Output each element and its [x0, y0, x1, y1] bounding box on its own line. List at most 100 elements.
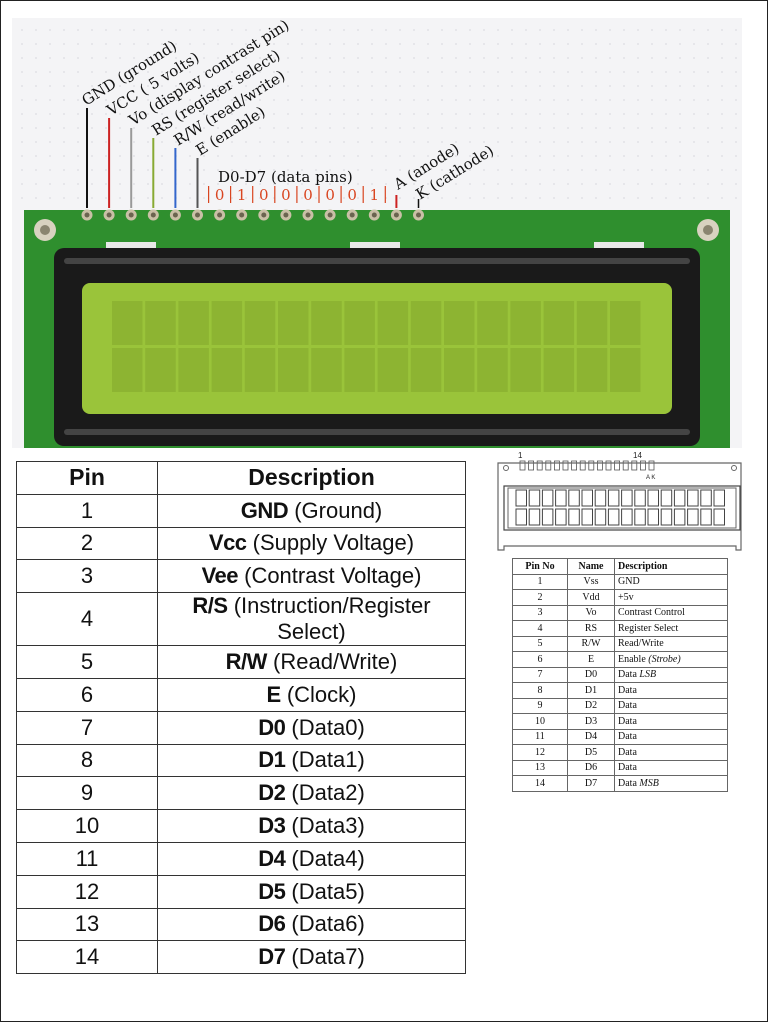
- module-cell: [515, 508, 527, 526]
- char-cell: [444, 348, 475, 392]
- spec-pin-name: D2: [567, 697, 615, 714]
- spec-desc-text: Data: [618, 700, 637, 712]
- char-cell: [211, 348, 243, 392]
- pin-function: (Contrast Voltage): [238, 563, 422, 589]
- module-pin: [579, 460, 586, 471]
- spec-pin-description: Data: [614, 744, 728, 761]
- char-cell: [610, 348, 641, 392]
- pin-name: D0: [258, 714, 286, 740]
- header-pin-center: [84, 212, 90, 218]
- spec-desc-text: Contrast Control: [618, 607, 685, 619]
- spec-desc-text: Read/Write: [618, 638, 664, 650]
- spec-desc-text: Data: [618, 746, 637, 758]
- spec-desc-note: (Strobe): [648, 653, 681, 665]
- header-pin-center: [393, 212, 399, 218]
- pin-name: R/W: [225, 649, 268, 675]
- module-cell: [713, 489, 725, 507]
- spec-pin-name: E: [567, 651, 615, 668]
- char-cell: [477, 348, 508, 392]
- pin-name: GND: [240, 497, 289, 523]
- char-cell: [178, 348, 209, 392]
- spec-pin-name: R/W: [567, 635, 615, 652]
- pin-number: 4: [16, 592, 158, 647]
- header-pins: [81, 209, 424, 221]
- module-cell: [555, 508, 567, 526]
- spec-desc-text: Register Select: [618, 622, 679, 634]
- spec-pin-no: 12: [512, 744, 568, 761]
- spec-pin-description: Data: [614, 713, 728, 730]
- char-cell: [377, 348, 409, 392]
- char-cell: [145, 348, 176, 392]
- header-pin-center: [261, 212, 267, 218]
- spec-header-description: Description: [614, 558, 728, 575]
- char-cell: [278, 348, 309, 392]
- pin-description: D0 (Data0): [157, 710, 466, 745]
- char-cell: [278, 301, 309, 345]
- module-cell: [581, 489, 593, 507]
- spec-pin-description: Register Select: [614, 620, 728, 637]
- spec-pin-name: D0: [567, 666, 615, 683]
- module-pin: [614, 460, 620, 471]
- header-description: Description: [157, 461, 466, 495]
- last-pin-number: 14: [633, 451, 642, 460]
- pin-description: Vcc (Supply Voltage): [157, 526, 466, 561]
- spec-pin-description: GND: [614, 573, 728, 590]
- module-pin: [631, 460, 638, 471]
- char-cell: [178, 301, 209, 345]
- pin-description: Vee (Contrast Voltage): [157, 559, 466, 594]
- data-bit: 0: [347, 186, 357, 204]
- char-cell: [510, 348, 541, 392]
- spec-header-pin-no: Pin No: [512, 558, 568, 575]
- pin-description: D7 (Data7): [157, 940, 466, 975]
- pin-name: D4: [258, 845, 286, 871]
- module-character-cells: [515, 489, 725, 526]
- pin-number: 6: [16, 677, 158, 712]
- module-cell: [555, 489, 567, 507]
- module-pin: [622, 460, 629, 471]
- module-cell: [647, 508, 659, 526]
- spec-pin-no: 13: [512, 759, 568, 776]
- module-cell: [660, 508, 673, 526]
- spec-pin-description: Enable (Strobe): [614, 651, 728, 668]
- module-cell: [607, 489, 620, 507]
- spec-pin-name: D4: [567, 728, 615, 745]
- pin-number: 1: [16, 493, 158, 528]
- char-cell: [576, 348, 608, 392]
- spec-pin-name: Vdd: [567, 589, 615, 606]
- pin-number: 10: [16, 809, 158, 843]
- pin-function: (Data6): [285, 911, 365, 937]
- module-cell: [621, 489, 633, 507]
- module-cell: [515, 489, 527, 507]
- spec-pin-description: Data: [614, 728, 728, 745]
- pin-number: 12: [16, 874, 158, 909]
- pin-label: D0-D7 (data pins): [218, 168, 353, 186]
- spec-pin-name: RS: [567, 620, 615, 637]
- char-cell: [410, 301, 442, 345]
- pin-name: E: [266, 681, 282, 707]
- module-cell: [634, 508, 646, 526]
- spec-pin-no: 9: [512, 697, 568, 714]
- pin-name: R/S: [192, 593, 228, 619]
- pin-name: D2: [258, 780, 286, 806]
- spec-pin-name: D6: [567, 759, 615, 776]
- pin-description: E (Clock): [157, 677, 466, 712]
- spec-pin-name: D1: [567, 682, 615, 699]
- spec-desc-text: Enable: [618, 653, 649, 665]
- module-pin: [545, 460, 552, 471]
- spec-desc-note: MSB: [639, 777, 659, 789]
- header-pin-center: [217, 212, 223, 218]
- spec-pin-name: D3: [567, 713, 615, 730]
- header-pin-center: [349, 212, 355, 218]
- spec-pin-no: 10: [512, 713, 568, 730]
- char-cell: [543, 348, 575, 392]
